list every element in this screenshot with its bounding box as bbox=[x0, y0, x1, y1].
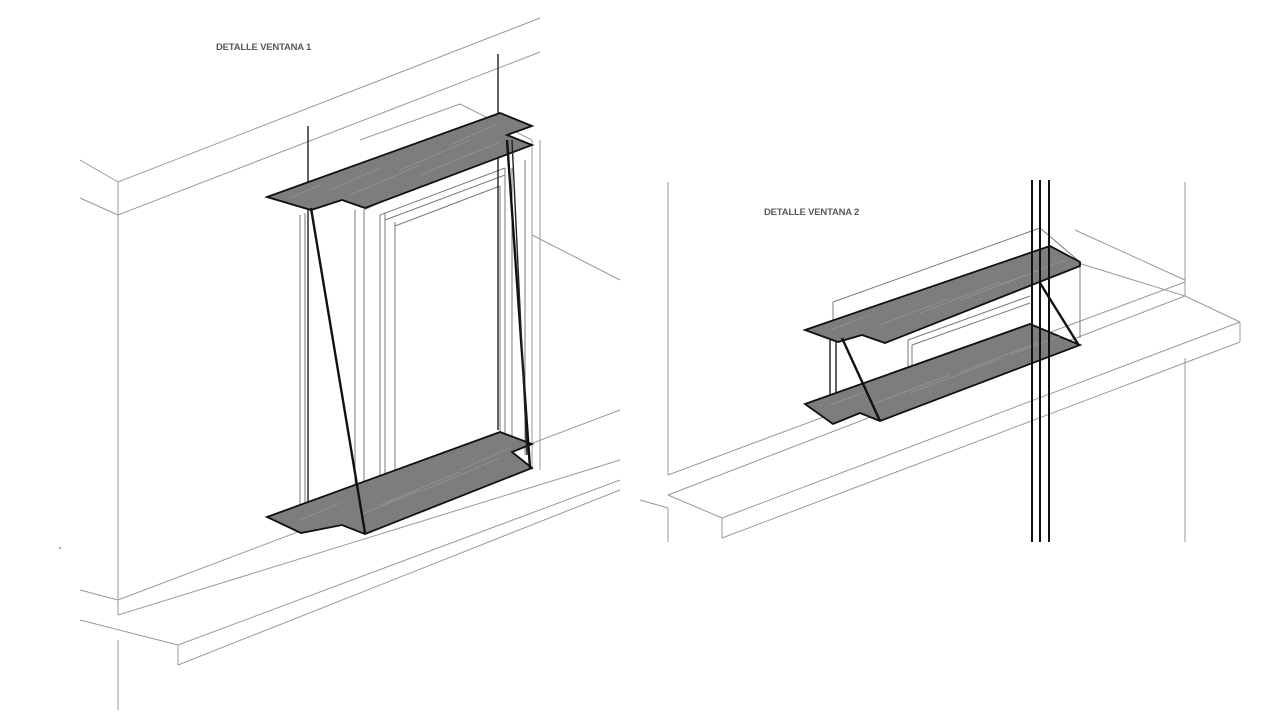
window-1-strut-left bbox=[309, 207, 367, 534]
window-1-strut-right bbox=[505, 139, 532, 469]
window-1-top-shelf-hatch bbox=[289, 124, 501, 199]
window-2-detail: DETALLE VENTANA 2 bbox=[639, 180, 1241, 542]
window-1-detail: DETALLE VENTANA 1 bbox=[79, 17, 621, 710]
window-1-title: DETALLE VENTANA 1 bbox=[216, 42, 312, 53]
stray-dot bbox=[59, 547, 61, 549]
window-1-bottom-shelf-hatch bbox=[299, 447, 511, 521]
window-2-title: DETALLE VENTANA 2 bbox=[764, 207, 859, 218]
window-2-strut-left bbox=[840, 337, 882, 422]
window-2-strut-right bbox=[1038, 282, 1080, 345]
window-2-frame bbox=[832, 227, 1081, 372]
window-2-vertical-pipes bbox=[1031, 180, 1050, 542]
window-1-top-shelf bbox=[264, 112, 535, 211]
window-2-top-shelf-hatch bbox=[829, 259, 1066, 331]
window-1-bottom-shelf bbox=[264, 431, 535, 535]
window-1-wall-lines bbox=[79, 17, 621, 710]
window-2-bottom-shelf-hatch bbox=[829, 335, 1061, 406]
